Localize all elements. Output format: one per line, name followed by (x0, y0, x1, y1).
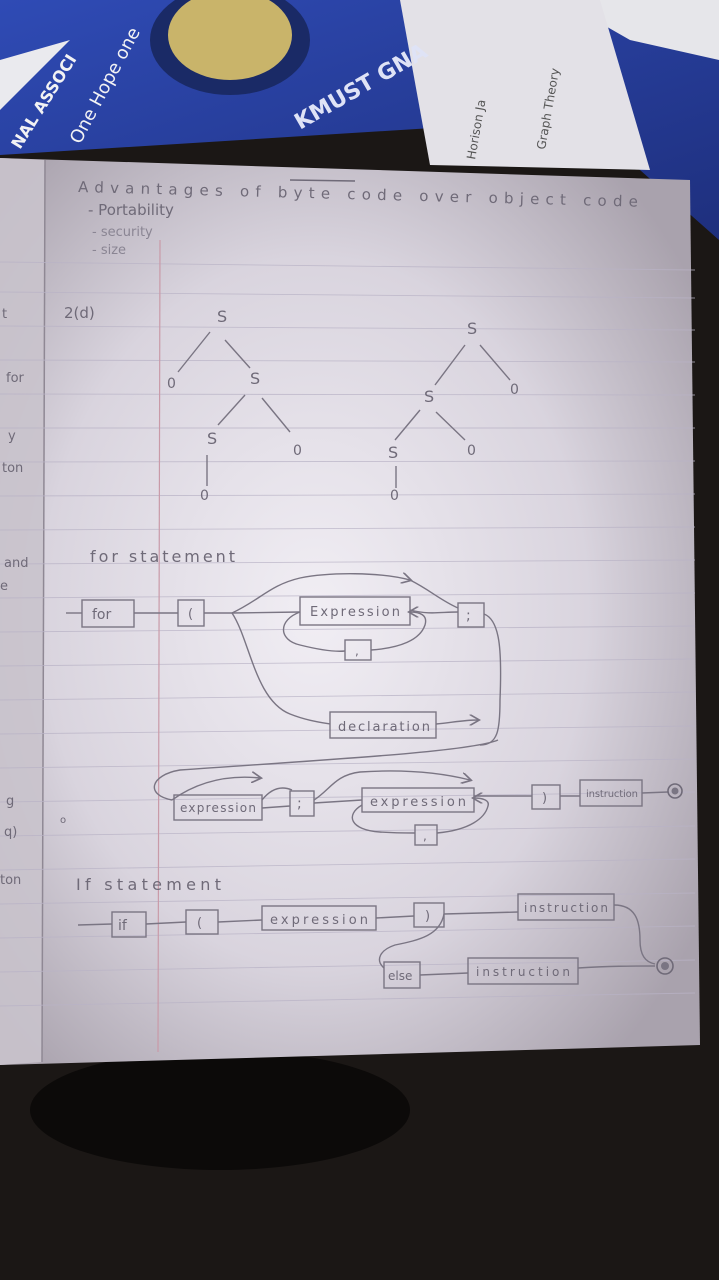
tree2-term-1: 0 (510, 382, 519, 398)
for-keyword: for (92, 607, 111, 623)
if-keyword: if (118, 918, 128, 934)
tree1-term-1: 0 (167, 376, 176, 392)
for-comma-box-2 (414, 824, 438, 846)
for-expression-lower: expression (180, 801, 256, 815)
if-end-terminal-icon (656, 957, 674, 975)
svg-text:t: t (2, 307, 7, 322)
if-close-paren: ) (425, 909, 430, 924)
left-parse-tree: S 0 S S 0 0 (167, 307, 302, 504)
for-close-paren: ) (542, 791, 547, 806)
for-close-paren-box (531, 784, 561, 810)
tree1-term-2: 0 (293, 443, 302, 459)
advantage-item-3: - size (92, 243, 126, 258)
stray-mark: o (60, 815, 66, 826)
tree1-s3: S (207, 429, 217, 448)
for-comma: , (355, 644, 359, 658)
left-margin-scraps: t for y ton and e g q) ton (0, 307, 28, 888)
strike-through (289, 179, 356, 182)
svg-text:ton: ton (2, 461, 23, 476)
advantage-item-2: - security (92, 225, 153, 240)
for-end-terminal-icon (667, 783, 683, 799)
tree1-root: S (217, 307, 227, 326)
tree2-root: S (467, 319, 477, 338)
notebook-page (0, 158, 700, 1065)
question-label: 2(d) (64, 304, 95, 322)
ruled-lines (0, 261, 696, 1007)
tree1-term-3: 0 (200, 488, 209, 504)
if-else-instruction-box (467, 957, 579, 985)
for-semicolon-box-2 (289, 790, 315, 817)
if-open-paren: ( (197, 916, 202, 931)
margin-line (157, 239, 161, 1053)
svg-text:and: and (4, 556, 28, 571)
for-semicolon-box (457, 602, 485, 628)
svg-text:q): q) (4, 825, 17, 840)
svg-text:ton: ton (0, 873, 21, 888)
if-instruction-box (517, 893, 615, 921)
for-semicolon: ; (466, 608, 471, 624)
parse-trees: 2(d) S 0 S S 0 0 S 0 S S 0 0 (64, 304, 519, 504)
for-expression: Expression (310, 605, 400, 620)
if-instruction: instruction (524, 901, 608, 915)
tree1-s2: S (250, 369, 260, 388)
if-keyword-box (111, 911, 147, 938)
svg-text:for: for (6, 371, 25, 386)
svg-text:e: e (0, 579, 8, 594)
advantage-item-1: - Portability (88, 201, 174, 219)
if-expression: expression (270, 913, 368, 928)
right-parse-tree: S 0 S S 0 0 (388, 319, 519, 504)
for-semicolon-2: ; (297, 796, 302, 812)
tree2-term-2: 0 (467, 443, 476, 459)
desk-shadow (30, 1050, 410, 1170)
for-open-paren: ( (188, 607, 193, 622)
for-declaration: declaration (338, 720, 430, 735)
if-else: else (388, 969, 412, 983)
book-cover: One Hope one NAL ASSOCI KMUST GNA Horiso… (0, 0, 719, 240)
for-instruction: instruction (586, 789, 638, 800)
for-expression-lower-2: expression (370, 795, 466, 810)
for-comma-2: , (423, 829, 427, 843)
tree2-s2: S (424, 387, 434, 406)
svg-text:g: g (6, 794, 14, 809)
svg-text:y: y (8, 429, 16, 444)
tree2-term-3: 0 (390, 488, 399, 504)
for-declaration-box (329, 711, 437, 739)
tree2-s3: S (388, 443, 398, 462)
